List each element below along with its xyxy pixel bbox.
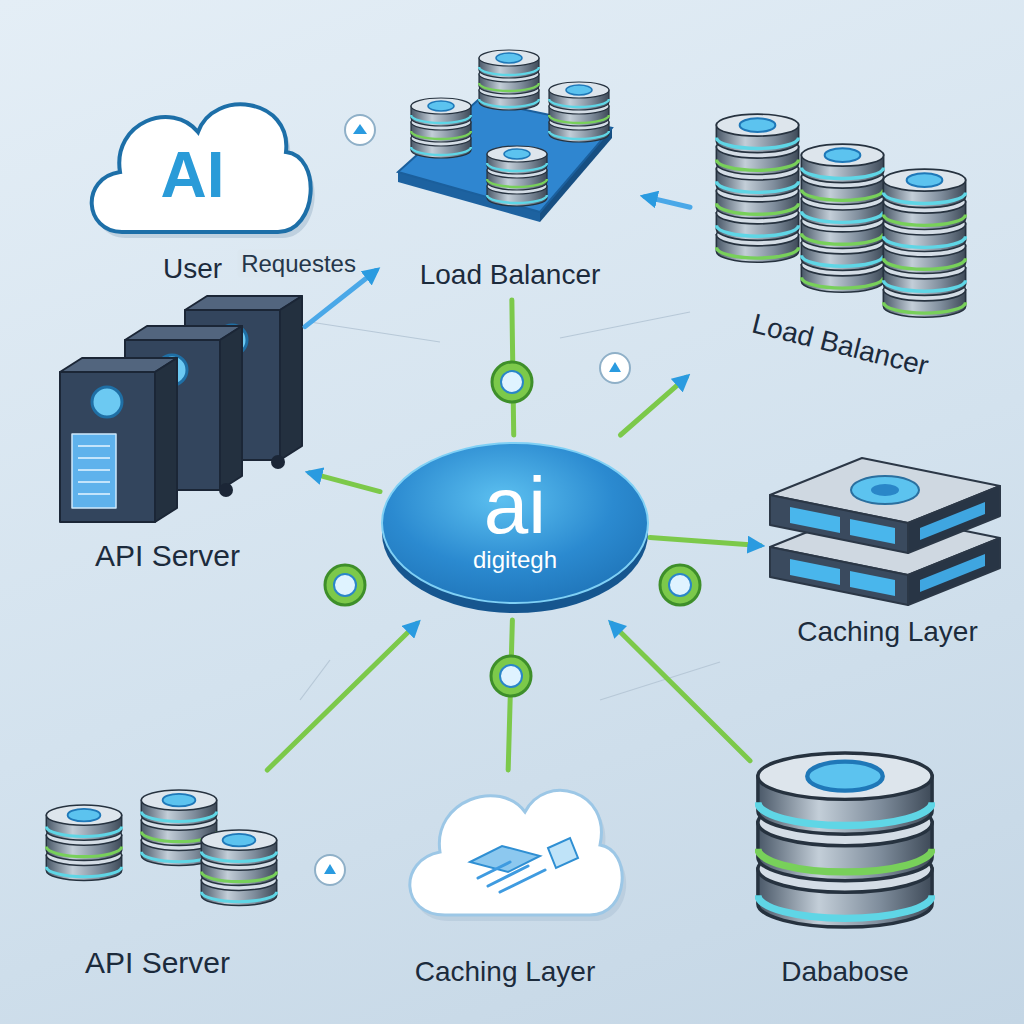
node-label: Caching Layer: [797, 615, 978, 649]
load-balancer: Load Balancer: [380, 30, 640, 300]
database: Dababose: [750, 715, 940, 995]
hub-badge: [325, 565, 365, 605]
node-label: Dababose: [781, 955, 909, 989]
node-label: API Server: [95, 538, 240, 574]
cache-cloud-icon: [410, 790, 626, 921]
logo-mark: ai: [484, 466, 546, 546]
connector-arrow: [305, 271, 376, 327]
cloud-logo: AI: [161, 143, 225, 207]
database-stacks-icon: [46, 790, 276, 905]
connector-arrow: [310, 473, 380, 492]
connector-arrow: [645, 197, 690, 208]
node-label: User: [163, 252, 222, 286]
load-balancer-icon: [398, 50, 612, 222]
server-racks-icon: [60, 296, 302, 522]
connector-arrow: [620, 377, 686, 435]
connector-arrow: [612, 624, 750, 761]
api-server: API Server: [30, 770, 285, 985]
hub-disc: aidigitegh: [380, 435, 650, 620]
user-cloud: AI User: [80, 90, 305, 300]
caching-layer: Caching Layer: [390, 770, 620, 995]
node-label: Load Balancer: [748, 307, 931, 383]
brand-name: digitegh: [473, 546, 557, 575]
hub-badge: [660, 565, 700, 605]
server-stacks-icon: [716, 114, 965, 317]
database-icon: [758, 753, 932, 927]
cache-server-icon: [770, 458, 1000, 605]
load-balancer: Load Balancer: [690, 90, 990, 395]
node-label: API Server: [85, 945, 230, 981]
caching-layer: Caching Layer: [765, 450, 1010, 660]
user-cloud-icon: [92, 104, 315, 238]
hub-badge: [491, 656, 531, 696]
hub-badge: [492, 362, 532, 402]
connector-arrow: [267, 623, 417, 770]
api-server: API Server: [30, 290, 305, 580]
node-label: Caching Layer: [415, 955, 596, 989]
connector-arrow: [650, 537, 760, 545]
edge-label: Requestes: [237, 249, 360, 278]
edge-label-holder: Requestes: [237, 249, 360, 278]
node-label: Load Balancer: [420, 258, 601, 292]
